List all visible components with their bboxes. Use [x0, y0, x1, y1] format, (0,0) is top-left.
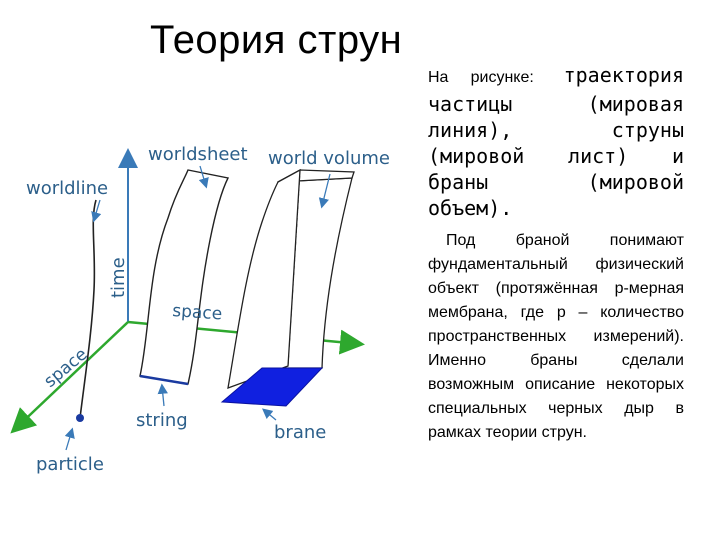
label-world-volume: world volume: [268, 148, 390, 169]
brane-surface: [220, 367, 324, 407]
particle-dot: [76, 414, 84, 422]
worldline-pointer: [91, 199, 102, 223]
paragraph1-lead: На рисунке:: [428, 69, 534, 86]
label-worldsheet: worldsheet: [148, 144, 248, 165]
label-particle: particle: [36, 454, 104, 475]
paragraph-brane-definition: Под браной понимают фундаментальный физи…: [428, 229, 684, 445]
label-brane: brane: [274, 422, 326, 443]
string-theory-diagram: worldsheet world volume worldline time s…: [10, 144, 390, 475]
worldline-curve: [79, 199, 97, 419]
world-volume-pointer: [318, 173, 331, 209]
slide-title: Теория струн: [150, 18, 403, 62]
paragraph1-text: траектория частицы (мировая линия), стру…: [428, 63, 684, 220]
worldsheet-pointer: [198, 165, 209, 189]
description-column: На рисунке: траектория частицы (мировая …: [428, 62, 684, 445]
label-time: time: [108, 257, 129, 298]
label-worldline: worldline: [26, 178, 108, 199]
string-segment: [139, 374, 189, 386]
label-string: string: [136, 410, 188, 431]
brane-pointer: [262, 408, 277, 421]
string-pointer: [157, 383, 168, 407]
worldsheet-surface: [139, 169, 230, 385]
particle-pointer: [64, 427, 75, 451]
label-space-horizontal: space: [172, 301, 223, 324]
paragraph2-before: Под: [446, 232, 516, 249]
paragraph2-after: понимают фундаментальный физический объе…: [428, 232, 684, 441]
world-volume-front: [227, 168, 301, 389]
paragraph2-emphasis: браной: [515, 232, 570, 249]
space-axis-diagonal: [10, 321, 129, 434]
paragraph-figure-description: На рисунке: траектория частицы (мировая …: [428, 62, 684, 221]
